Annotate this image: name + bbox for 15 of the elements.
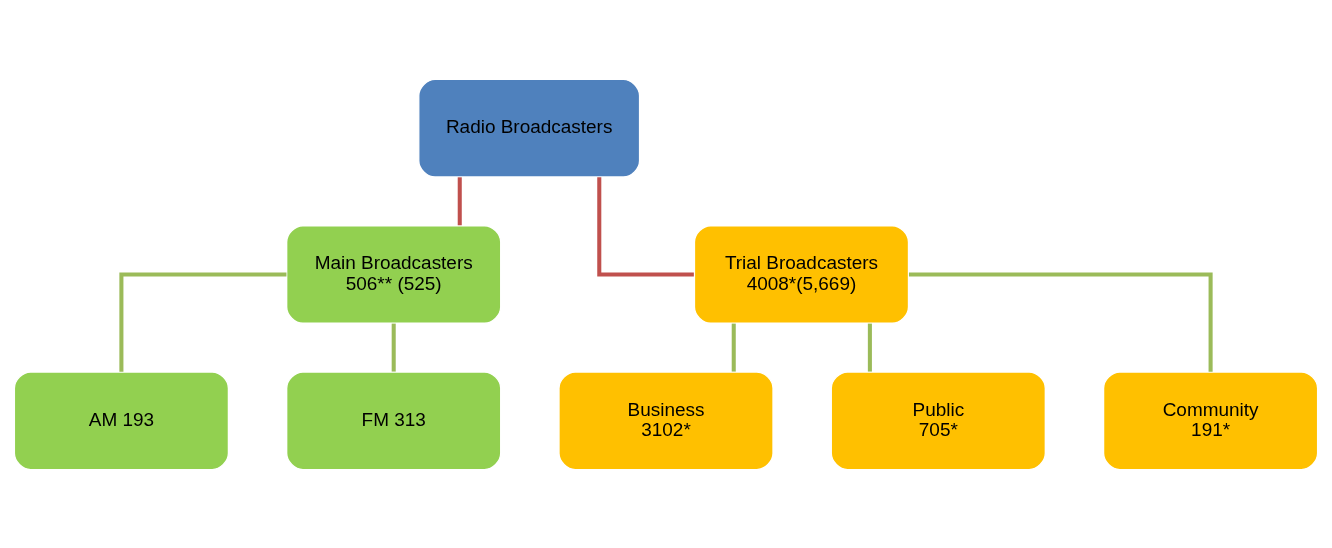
node-box: Trial Broadcasters 4008*(5,669): [693, 224, 910, 324]
connector: [908, 271, 1213, 372]
node-box: AM 193: [13, 370, 230, 470]
connector: [457, 176, 462, 225]
connector: [391, 323, 396, 372]
node-box: Community 191*: [1102, 370, 1319, 470]
connector: [867, 323, 872, 372]
connector: [597, 176, 694, 277]
node-box: Radio Broadcasters: [418, 78, 641, 178]
connector: [731, 323, 736, 372]
node-box: Public 705*: [830, 370, 1046, 470]
node-box: Business 3102*: [558, 370, 774, 470]
node-box: FM 313: [286, 370, 502, 470]
connector: [119, 271, 287, 372]
node-box: Main Broadcasters 506** (525): [286, 224, 502, 324]
